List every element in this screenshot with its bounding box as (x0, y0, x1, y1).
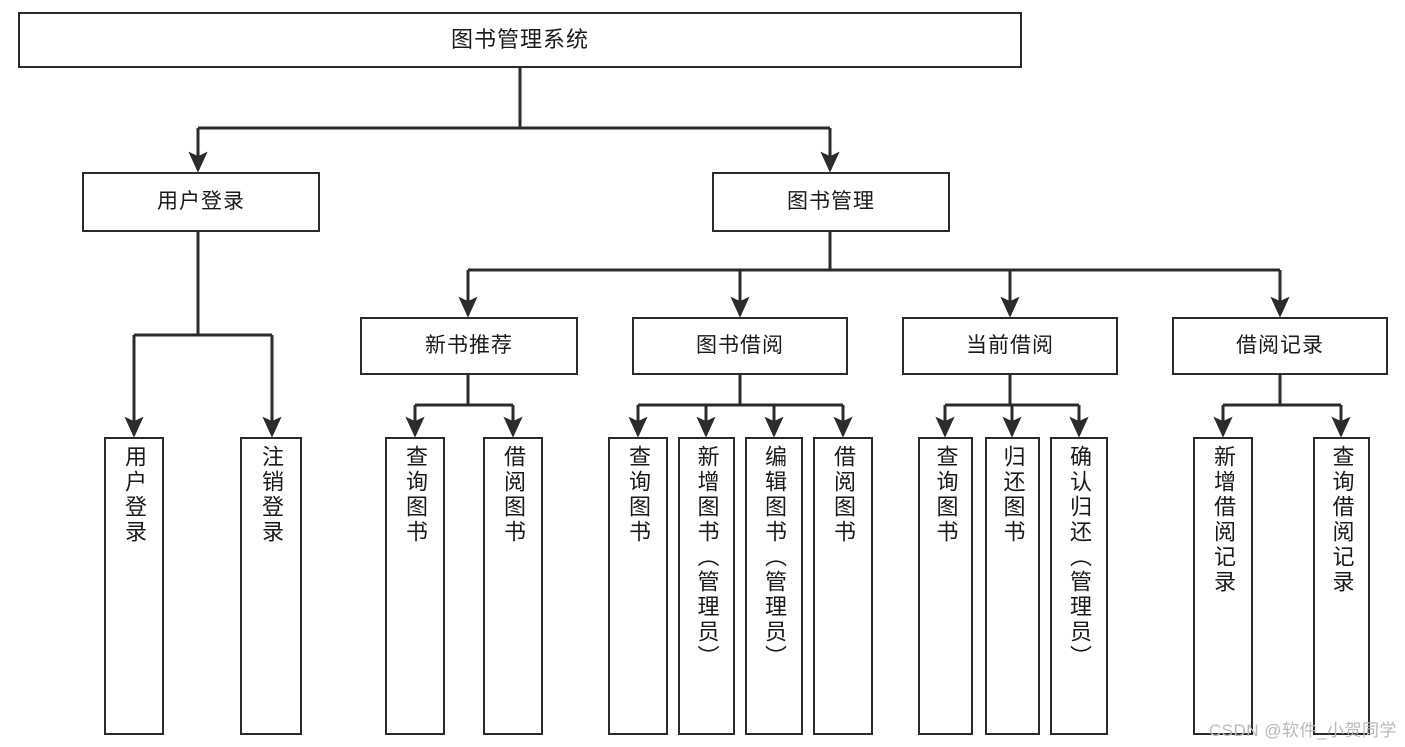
leaf-add-book-admin[interactable]: 新增图书（管理员） (678, 437, 735, 735)
node-current-borrow-label: 当前借阅 (966, 333, 1054, 357)
leaf-query-book-rec[interactable]: 查询图书 (385, 437, 445, 735)
leaf-return-book-label: 归还图书 (1000, 445, 1026, 545)
leaf-logout-label: 注销登录 (259, 445, 284, 545)
leaf-logout[interactable]: 注销登录 (240, 437, 302, 735)
leaf-borrow-book-label: 借阅图书 (831, 445, 856, 545)
node-user-login[interactable]: 用户登录 (82, 172, 320, 232)
node-current-borrow[interactable]: 当前借阅 (902, 317, 1118, 375)
node-new-book-recommend[interactable]: 新书推荐 (360, 317, 578, 375)
leaf-user-login-label: 用户登录 (122, 445, 147, 545)
node-borrow-record-label: 借阅记录 (1236, 333, 1324, 357)
node-new-book-recommend-label: 新书推荐 (425, 333, 513, 357)
leaf-query-borrow-record-label: 查询借阅记录 (1329, 445, 1355, 595)
leaf-query-borrow-record[interactable]: 查询借阅记录 (1313, 437, 1370, 735)
leaf-query-book-label: 查询图书 (626, 445, 651, 545)
leaf-return-book[interactable]: 归还图书 (985, 437, 1040, 735)
leaf-borrow-book[interactable]: 借阅图书 (813, 437, 873, 735)
node-root-label: 图书管理系统 (450, 27, 589, 53)
node-book-management-label: 图书管理 (787, 189, 875, 213)
leaf-add-borrow-record-label: 新增借阅记录 (1211, 445, 1236, 595)
watermark: CSDN @软件_小贺同学 (1208, 721, 1397, 740)
leaf-query-book[interactable]: 查询图书 (608, 437, 668, 735)
node-root[interactable]: 图书管理系统 (18, 12, 1022, 68)
leaf-borrow-book-rec[interactable]: 借阅图书 (483, 437, 543, 735)
node-user-login-label: 用户登录 (157, 189, 245, 213)
leaf-user-login[interactable]: 用户登录 (104, 437, 164, 735)
leaf-query-book-current-label: 查询图书 (933, 445, 959, 545)
leaf-add-book-admin-label: 新增图书（管理员） (694, 445, 720, 670)
leaf-add-borrow-record[interactable]: 新增借阅记录 (1193, 437, 1253, 735)
leaf-confirm-return-admin-label: 确认归还（管理员） (1067, 445, 1092, 670)
node-borrow-record[interactable]: 借阅记录 (1172, 317, 1388, 375)
node-book-borrow[interactable]: 图书借阅 (632, 317, 848, 375)
leaf-borrow-book-rec-label: 借阅图书 (501, 445, 526, 545)
leaf-confirm-return-admin[interactable]: 确认归还（管理员） (1050, 437, 1108, 735)
leaf-query-book-current[interactable]: 查询图书 (918, 437, 973, 735)
node-book-management[interactable]: 图书管理 (712, 172, 950, 232)
leaf-edit-book-admin-label: 编辑图书（管理员） (762, 445, 787, 670)
leaf-query-book-rec-label: 查询图书 (403, 445, 428, 545)
leaf-edit-book-admin[interactable]: 编辑图书（管理员） (745, 437, 803, 735)
node-book-borrow-label: 图书借阅 (696, 333, 784, 357)
